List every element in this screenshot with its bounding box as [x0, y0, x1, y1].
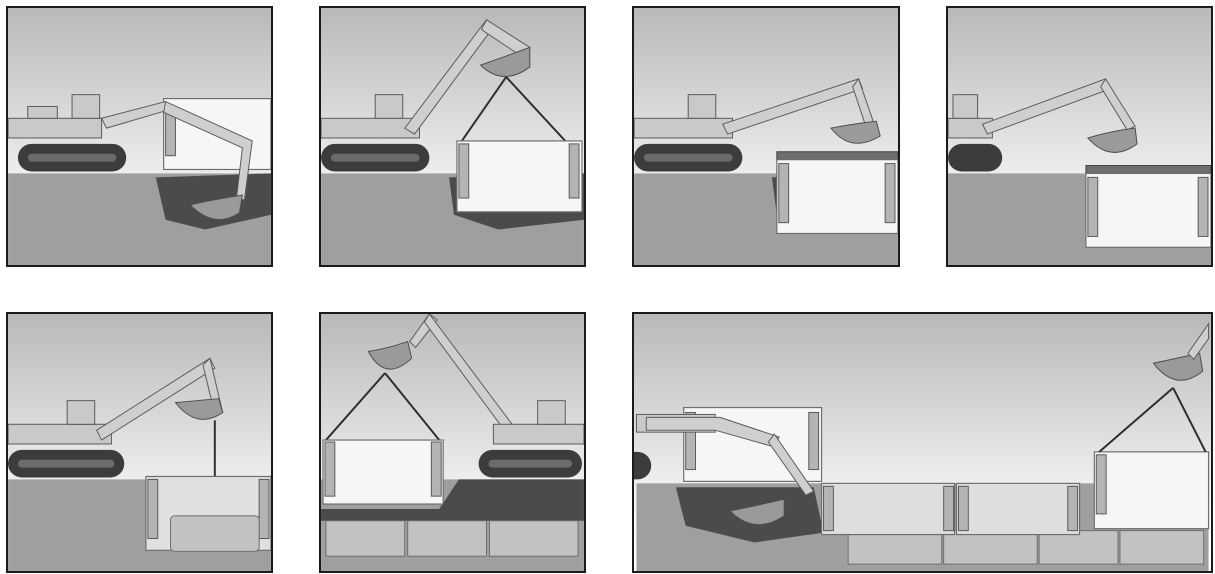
- excavator-lowering-shoring-frame-icon: [634, 77, 898, 265]
- panel-4: [946, 6, 1213, 267]
- excavator-lifting-shoring-frame-icon: [321, 19, 584, 265]
- excavator-moving-shoring-frame-icon: [321, 314, 584, 571]
- excavator-digging-icon: [8, 94, 271, 265]
- panel-6: [319, 312, 586, 573]
- panel-7: [632, 312, 1213, 573]
- panel-5: [6, 312, 273, 573]
- excavator-pressing-shoring-frame-icon: [948, 77, 1211, 265]
- excavator-lowering-pipe-icon: [8, 357, 271, 571]
- panel-3: [632, 6, 900, 267]
- excavator-advancing-trench-icon: [634, 322, 1210, 571]
- panel-1: [6, 6, 273, 267]
- panel-2: [319, 6, 586, 267]
